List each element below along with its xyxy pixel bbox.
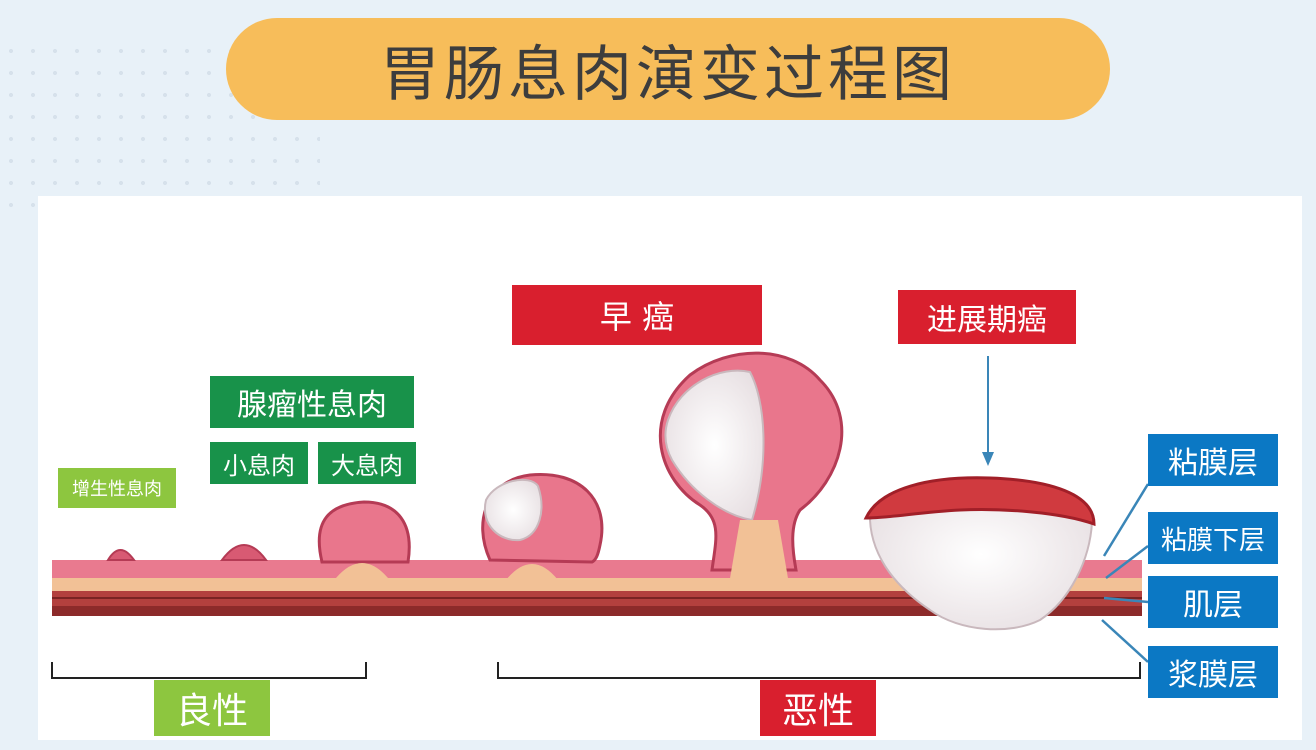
- hyperplastic-polyp-shape: [106, 549, 136, 561]
- muscle-pointer: [1103, 596, 1149, 604]
- serosa-pointer: [1101, 619, 1149, 663]
- mucosa-layer-band: [52, 560, 1142, 578]
- large-polyp-label: 大息肉: [318, 442, 416, 484]
- benign-bracket: [51, 662, 367, 679]
- submucosa-pointer: [1105, 545, 1149, 579]
- malignant-bracket: [497, 662, 1141, 679]
- transforming-polyp-core: [506, 564, 558, 580]
- advanced-cancer-label: 进展期癌: [898, 290, 1076, 344]
- mucosa-pointer: [1102, 483, 1150, 557]
- serosa-layer-label: 浆膜层: [1148, 646, 1278, 698]
- advanced-cancer-crust: [863, 476, 1096, 527]
- small-polyp-shape: [220, 544, 268, 561]
- small-polyp-label: 小息肉: [210, 442, 308, 484]
- large-polyp-shape: [317, 500, 411, 564]
- transforming-polyp-tumor: [483, 478, 543, 542]
- early-cancer-label: 早 癌: [512, 285, 762, 345]
- advanced-cancer-pointer-head: [982, 452, 994, 466]
- benign-category-label: 良性: [154, 680, 270, 736]
- submucosa-layer-label: 粘膜下层: [1148, 512, 1278, 564]
- early-cancer-tumor: [664, 369, 765, 522]
- serosa-layer-band: [52, 604, 1142, 616]
- early-cancer-stalk: [728, 520, 790, 590]
- muscle-layer-label: 肌层: [1148, 576, 1278, 628]
- page-title: 胃肠息肉演变过程图: [226, 18, 1110, 120]
- submucosa-layer-band: [52, 577, 1142, 591]
- large-polyp-core: [336, 563, 388, 578]
- adenomatous-polyp-label: 腺瘤性息肉: [210, 376, 414, 428]
- hyperplastic-polyp-label: 增生性息肉: [58, 468, 176, 508]
- malignant-category-label: 恶性: [760, 680, 876, 736]
- mucosa-layer-label: 粘膜层: [1148, 434, 1278, 486]
